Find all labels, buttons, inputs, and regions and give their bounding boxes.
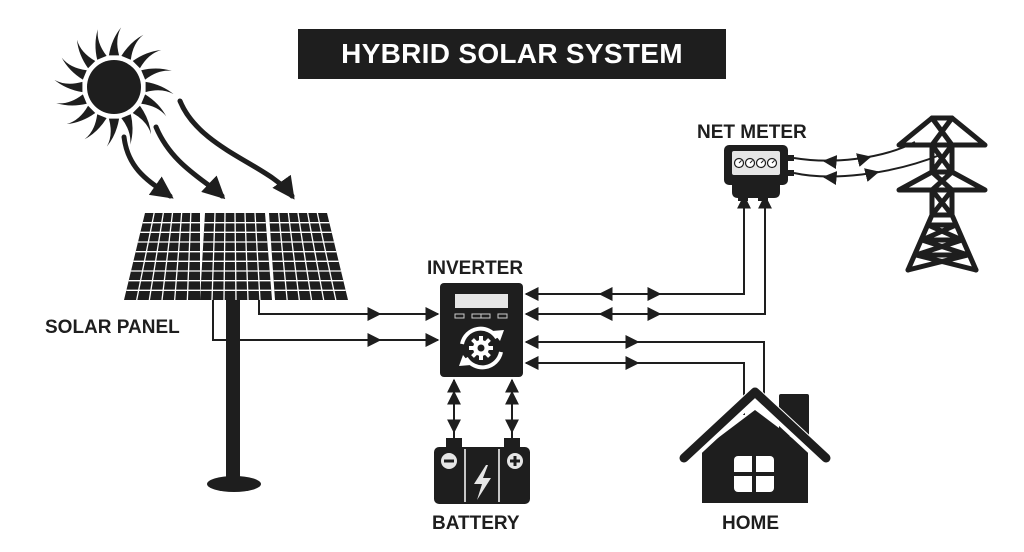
sun-ray (61, 57, 87, 80)
sun-ray (108, 27, 122, 56)
wire (524, 198, 766, 321)
inverter-icon (440, 283, 523, 377)
sun-ray (145, 81, 174, 95)
sun-ray (95, 29, 107, 60)
panel-gridline (211, 212, 216, 301)
panel-gridline (136, 212, 155, 301)
solar-to-inverter-wires (212, 300, 440, 347)
sun-ray (76, 39, 96, 69)
panel-gridline (161, 212, 174, 301)
meter-icon (724, 145, 794, 201)
sun-ray (106, 118, 120, 147)
solar-module (124, 213, 200, 300)
sun-icon (54, 27, 174, 147)
sun-ray (141, 94, 167, 117)
panel-gridline (234, 212, 237, 301)
inverter-to-battery-wires (447, 378, 519, 440)
sunlight-arrow (177, 98, 295, 200)
sun-ray (54, 79, 83, 93)
gear-cycle-icon (459, 326, 504, 370)
sun-ray (66, 105, 96, 125)
wire (524, 335, 765, 400)
meter-dial-needle (760, 160, 764, 164)
diagram-title: HYBRID SOLAR SYSTEM (341, 38, 683, 69)
panel-gridline (223, 212, 226, 301)
sun-ray (141, 68, 172, 80)
panel-gridline (278, 212, 288, 301)
meter-dial-needle (738, 160, 742, 164)
solar-panel-label: SOLAR PANEL (45, 317, 180, 338)
sunlight-arrows (121, 98, 295, 200)
meter-dial-needle (771, 160, 775, 164)
sunlight-arrow (121, 134, 174, 199)
solar-module (269, 213, 348, 300)
meter-dial-needle (749, 160, 753, 164)
panel-gridline (316, 212, 337, 301)
panel-gridline (186, 212, 192, 301)
battery-icon (434, 438, 530, 504)
panel-gridline (307, 212, 325, 301)
panel-gridline (174, 212, 183, 301)
sun-ray (84, 114, 107, 140)
net-meter-label: NET METER (697, 122, 807, 143)
house-icon (677, 387, 833, 503)
sun-ray (121, 34, 144, 60)
wire (524, 198, 745, 301)
panel-gridline (148, 212, 164, 301)
inverter-to-home-wires (524, 335, 765, 415)
title-banner: HYBRID SOLAR SYSTEM (298, 29, 726, 79)
sun-ray (121, 114, 133, 145)
home-label: HOME (722, 513, 779, 534)
sun-ray (132, 105, 152, 135)
wire (524, 356, 745, 415)
sun-ray (132, 49, 162, 69)
battery-label: BATTERY (432, 513, 520, 534)
wire (258, 300, 440, 321)
wire (793, 154, 941, 178)
panel-gridline (287, 212, 300, 301)
sun-ray (56, 94, 87, 106)
sunlight-arrow (153, 124, 226, 200)
panel-gridline (297, 212, 313, 301)
panel-gridline (244, 212, 249, 301)
transmission-tower-icon (896, 115, 988, 273)
inverter-label: INVERTER (427, 258, 524, 279)
panel-gridline (254, 212, 261, 301)
wire (212, 300, 440, 347)
meter-to-grid-wires (793, 141, 941, 186)
solar-panel-icon (124, 212, 348, 492)
inverter-to-meter-wires (524, 194, 772, 321)
